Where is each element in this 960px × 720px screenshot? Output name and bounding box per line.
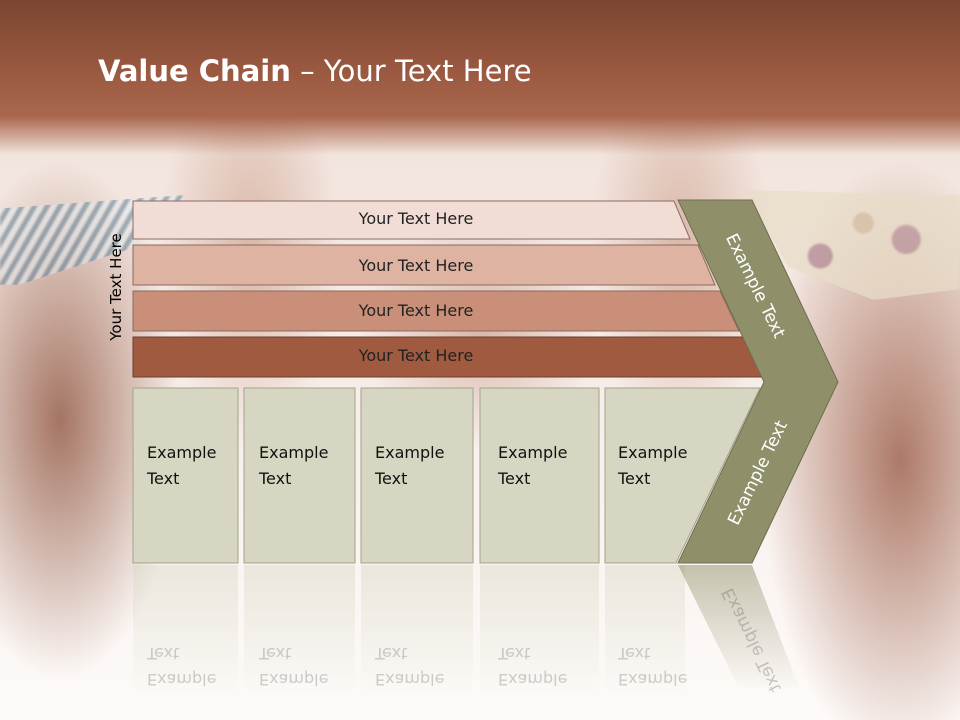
activity-box-2-label: Example Text — [259, 443, 329, 488]
bar-3-label: Your Text Here — [358, 301, 474, 320]
activity-box-2[interactable] — [243, 387, 356, 564]
activity-box-1-label: Example Text — [147, 443, 217, 488]
activity-box-1-reflection: Example Text — [147, 644, 217, 689]
chevron-arrow[interactable] — [677, 199, 839, 564]
title-rest: – Your Text Here — [290, 54, 532, 88]
activity-box-3-reflection: Example Text — [375, 644, 445, 689]
bar-2[interactable] — [132, 244, 716, 286]
activity-box-4-label: Example Text — [498, 443, 568, 488]
bar-4-label: Your Text Here — [358, 346, 474, 365]
activity-box-5-reflection: Example Text — [618, 644, 688, 689]
header-band — [0, 0, 960, 155]
chevron-reflection — [678, 565, 800, 690]
box-reflection-5 — [605, 565, 685, 695]
activity-box-5-label: Example Text — [618, 443, 688, 488]
bar-1-label: Your Text Here — [358, 209, 474, 228]
slide-title[interactable]: Value Chain – Your Text Here — [98, 54, 532, 88]
activity-box-4-reflection: Example Text — [498, 644, 568, 689]
bar-3[interactable] — [132, 290, 740, 332]
activity-box-1[interactable] — [132, 387, 239, 564]
activity-box-4[interactable] — [479, 387, 600, 564]
activity-box-2-reflection: Example Text — [259, 644, 329, 689]
bar-2-label: Your Text Here — [358, 256, 474, 275]
box-reflection-4 — [480, 565, 599, 695]
activity-box-5[interactable] — [604, 387, 761, 564]
box-reflection-1 — [133, 565, 238, 695]
activity-box-3-label: Example Text — [375, 443, 445, 488]
activity-box-3[interactable] — [360, 387, 474, 564]
box-reflection-3 — [361, 565, 473, 695]
title-bold: Value Chain — [98, 54, 291, 88]
box-reflection-2 — [244, 565, 355, 695]
bar-1[interactable] — [132, 200, 691, 240]
